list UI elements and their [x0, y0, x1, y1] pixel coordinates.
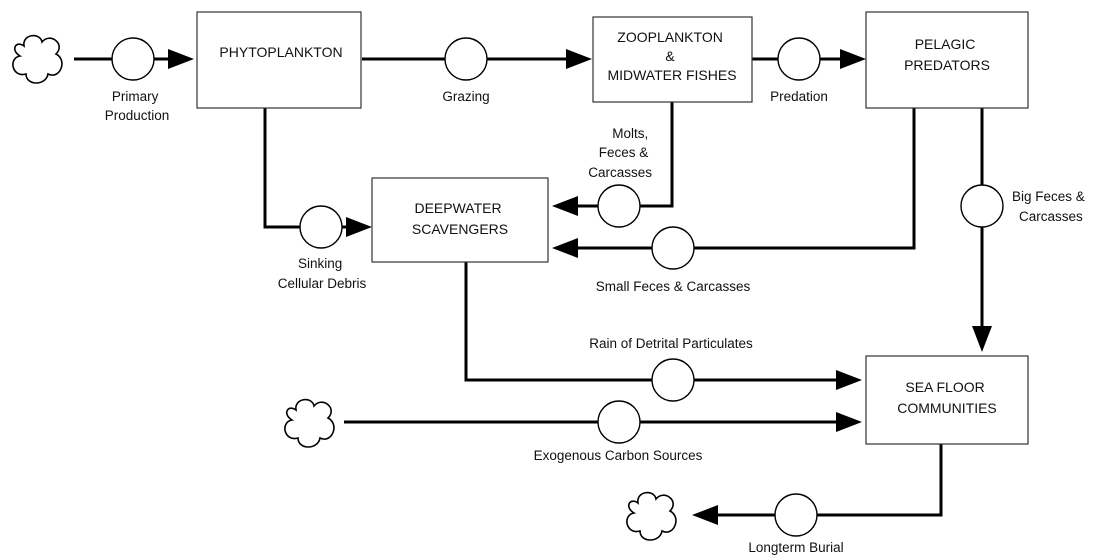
label-rain: Rain of Detrital Particulates: [589, 336, 753, 351]
arrowhead-grazing: [566, 49, 592, 69]
valve-predation: [777, 37, 821, 81]
arrowhead-molts: [552, 196, 578, 216]
valve-small-feces: [651, 226, 695, 270]
arrowhead-predation: [840, 49, 866, 69]
arrowheads: [168, 49, 992, 525]
label-predation: Predation: [770, 89, 828, 104]
valve-big-feces: [960, 184, 1004, 228]
box-zooplankton-label: ZOOPLANKTON & MIDWATER FISHES: [607, 29, 736, 83]
arrowhead-small-feces: [552, 238, 578, 258]
label-small-feces: Small Feces & Carcasses: [596, 279, 751, 294]
box-deepwater-scavengers: DEEPWATER SCAVENGERS: [371, 177, 549, 263]
label-sinking: Sinking Cellular Debris: [278, 256, 367, 291]
label-big-feces: Big Feces & Carcasses: [1012, 189, 1089, 224]
box-phytoplankton-label: PHYTOPLANKTON: [219, 44, 342, 60]
arrowhead-rain: [836, 370, 862, 390]
box-phytoplankton: PHYTOPLANKTON: [196, 11, 362, 109]
flow-sinking: [263, 108, 348, 229]
source-cloud-icon: [12, 34, 63, 84]
arrowhead-big-feces: [972, 326, 992, 352]
box-sea-floor-communities-label: SEA FLOOR COMMUNITIES: [897, 379, 997, 416]
box-deepwater-scavengers-label: DEEPWATER SCAVENGERS: [412, 200, 508, 237]
box-sea-floor-communities: SEA FLOOR COMMUNITIES: [865, 355, 1029, 445]
valve-grazing: [444, 37, 488, 81]
label-primary-production: Primary Production: [105, 89, 170, 123]
burial-sink-cloud-icon: [626, 491, 677, 541]
exogenous-source-cloud-icon: [284, 398, 335, 448]
valves: [111, 37, 1004, 537]
valve-rain: [651, 358, 695, 402]
flow-burial: [714, 444, 943, 517]
arrowhead-burial: [692, 505, 718, 525]
flow-lines: [74, 57, 984, 517]
arrowhead-primary-production: [168, 49, 194, 69]
flow-rain: [464, 262, 842, 382]
label-burial: Longterm Burial: [748, 540, 843, 555]
arrowhead-exogenous: [836, 412, 862, 432]
box-zooplankton: ZOOPLANKTON & MIDWATER FISHES: [592, 16, 753, 103]
box-pelagic-predators-label: PELAGIC PREDATORS: [904, 36, 990, 73]
box-pelagic-predators: PELAGIC PREDATORS: [865, 11, 1029, 109]
valve-exogenous: [597, 400, 641, 444]
arrowhead-sinking: [346, 217, 372, 237]
valve-primary-production: [111, 37, 155, 81]
label-grazing: Grazing: [442, 89, 489, 104]
valve-burial: [774, 493, 818, 537]
label-molts: Molts, Feces & Carcasses: [588, 126, 652, 180]
valve-sinking: [299, 205, 343, 249]
label-exogenous: Exogenous Carbon Sources: [534, 448, 703, 463]
valve-molts: [597, 184, 641, 228]
